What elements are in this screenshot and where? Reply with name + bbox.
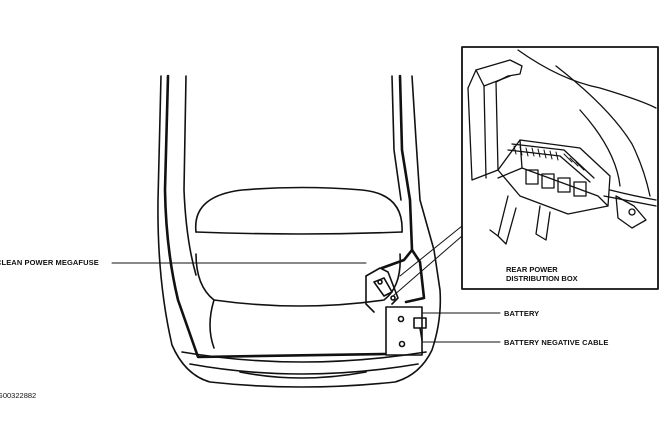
- reference-code: G00322882: [0, 391, 37, 400]
- power-cable-route: [163, 74, 426, 359]
- battery: [385, 306, 427, 356]
- rear-box-label-line2: DISTRIBUTION BOX: [506, 274, 578, 283]
- battery-label: BATTERY: [504, 309, 540, 318]
- fuse-slots: [513, 145, 585, 171]
- leader-lines: [111, 225, 501, 343]
- distribution-box-detail: [467, 49, 657, 245]
- rear-box-label-line1: REAR POWER: [506, 265, 558, 274]
- megafuse-label: CLEAN POWER MEGAFUSE: [0, 258, 99, 267]
- inset-frame: [461, 46, 659, 290]
- megafuse: [365, 267, 399, 313]
- rear-power-distribution-box-label: REAR POWER DISTRIBUTION BOX: [506, 265, 578, 283]
- battery-negative-cable-label: BATTERY NEGATIVE CABLE: [504, 338, 609, 347]
- vehicle-outline: [157, 75, 442, 388]
